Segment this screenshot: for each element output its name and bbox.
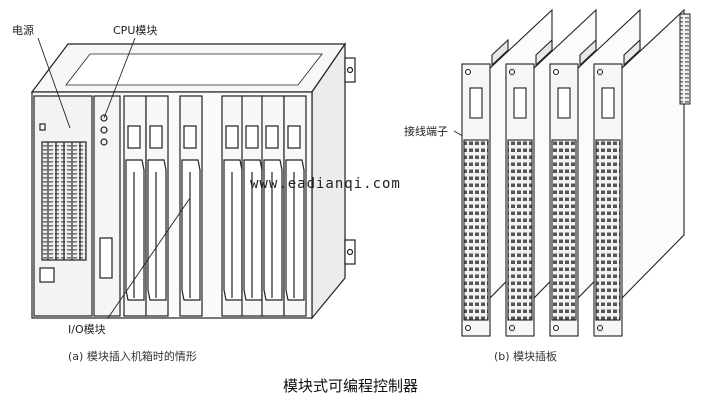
caption-b: (b) 模块插板 [494, 350, 558, 363]
io-slot [283, 95, 307, 317]
io-slot [261, 95, 285, 317]
terminal-label: 接线端子 [404, 125, 448, 138]
io-label: I/O模块 [68, 323, 106, 336]
module-board [593, 8, 685, 337]
power-label: 电源 [12, 24, 34, 37]
cpu-label: CPU模块 [113, 24, 158, 37]
chassis [30, 42, 356, 320]
caption-a: (a) 模块插入机箱时的情形 [68, 350, 197, 363]
module-boards [461, 8, 691, 337]
figure-title: 模块式可编程控制器 [283, 377, 419, 395]
leader-lines [37, 37, 467, 319]
io-slot [145, 95, 169, 317]
edge-connector [679, 13, 691, 105]
io-slot [123, 95, 147, 317]
watermark: www.eadianqi.com [250, 176, 401, 192]
io-slot [179, 95, 203, 317]
io-slot [221, 95, 245, 317]
io-slot [241, 95, 265, 317]
